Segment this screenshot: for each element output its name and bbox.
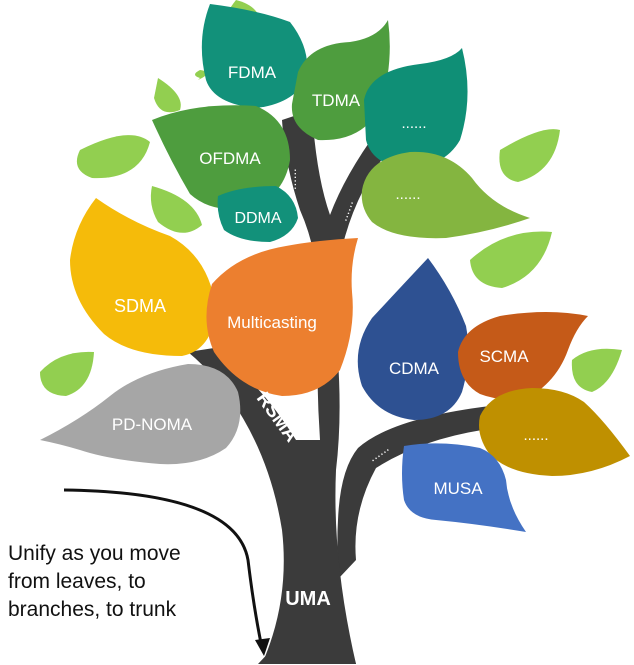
leaf-label: ...... xyxy=(395,186,420,203)
leaf-label: SCMA xyxy=(479,347,529,366)
leaf-shape xyxy=(70,198,216,356)
leaf-pd-noma: PD-NOMA xyxy=(40,364,241,465)
deco-leaf xyxy=(195,70,208,80)
leaf-label: CDMA xyxy=(389,359,440,378)
leaf-shape xyxy=(206,238,358,396)
note-line: from leaves, to xyxy=(8,570,146,593)
leaf-cdma: CDMA xyxy=(357,258,469,420)
leaf-shape xyxy=(458,312,588,399)
leaf-multicasting: Multicasting xyxy=(206,238,358,396)
leaf-ddma: DDMA xyxy=(217,186,298,242)
leaf-shape xyxy=(201,4,308,108)
note-line: branches, to trunk xyxy=(8,598,177,621)
leaf-sdma: SDMA xyxy=(70,198,216,356)
deco-leaf xyxy=(499,129,560,182)
leaf-label: MUSA xyxy=(433,479,483,498)
leaf-bottom-right-more: ...... xyxy=(479,388,630,476)
uma-label: UMA xyxy=(285,588,331,610)
deco-leaf xyxy=(571,348,622,392)
leaf-shape xyxy=(217,186,298,242)
leaf-label: SDMA xyxy=(114,296,166,316)
leaf-shape xyxy=(361,151,530,239)
leaf-label: TDMA xyxy=(312,91,361,110)
leaf-fdma: FDMA xyxy=(201,4,308,108)
deco-leaf xyxy=(154,78,181,113)
deco-leaf xyxy=(150,186,202,233)
leaf-label: PD-NOMA xyxy=(112,415,193,434)
leaf-shape xyxy=(40,364,241,465)
leaf-label: ...... xyxy=(523,427,548,444)
leaf-label: ...... xyxy=(401,115,426,132)
deco-leaf xyxy=(76,135,150,179)
leaf-label: FDMA xyxy=(228,63,277,82)
leaf-musa: MUSA xyxy=(402,443,526,532)
leaf-label: Multicasting xyxy=(227,313,317,332)
leaf-scma: SCMA xyxy=(458,312,588,399)
deco-leaf xyxy=(470,231,552,288)
leaf-top-right-more: ...... xyxy=(364,48,468,168)
leaf-label: OFDMA xyxy=(199,149,261,168)
leaf-shape xyxy=(364,48,468,168)
leaf-shape xyxy=(479,388,630,476)
note-line: Unify as you move xyxy=(8,542,181,565)
unify-note: Unify as you move from leaves, to branch… xyxy=(8,540,248,624)
decorative-leaves xyxy=(40,0,622,396)
deco-leaf xyxy=(40,351,94,396)
leaf-ofdma: OFDMA xyxy=(152,105,290,210)
leaf-shape xyxy=(402,443,526,532)
branch-dots-label: ...... xyxy=(284,168,299,190)
branch-dots-label: ...... xyxy=(335,198,357,223)
leaf-label: DDMA xyxy=(234,210,281,227)
leaf-shape xyxy=(357,258,469,420)
unify-arrow xyxy=(63,488,270,656)
leaf-shape xyxy=(152,105,290,210)
leaf-right-more: ...... xyxy=(361,151,530,239)
